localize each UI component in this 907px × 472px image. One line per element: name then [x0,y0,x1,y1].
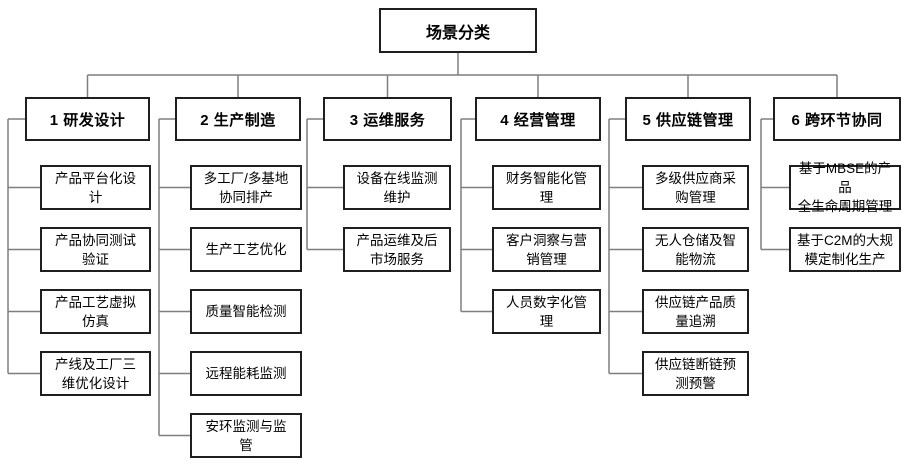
branch-child-node: 无人仓储及智 能物流 [642,227,749,272]
branch-child-node: 设备在线监测 维护 [343,165,451,210]
branch-child-node: 产品平台化设 计 [40,165,151,210]
branch-child-node: 供应链产品质 量追溯 [642,289,749,334]
branch-child-node: 远程能耗监测 [190,351,302,396]
branch-child-node: 财务智能化管 理 [492,165,601,210]
branch-header-2: 2 生产制造 [175,97,301,141]
branch-child-node: 客户洞察与营 销管理 [492,227,601,272]
root-node: 场景分类 [379,8,537,53]
branch-header-4: 4 经营管理 [475,97,601,141]
branch-header-5: 5 供应链管理 [625,97,751,141]
branch-child-node: 人员数字化管 理 [492,289,601,334]
branch-child-node: 产品协同测试 验证 [40,227,151,272]
branch-header-3: 3 运维服务 [323,97,452,141]
branch-child-node: 安环监测与监 管 [190,413,302,458]
branch-child-node: 产品运维及后 市场服务 [343,227,451,272]
branch-child-node: 生产工艺优化 [190,227,302,272]
branch-child-node: 产品工艺虚拟 仿真 [40,289,151,334]
branch-header-1: 1 研发设计 [25,97,150,141]
branch-child-node: 多级供应商采 购管理 [642,165,749,210]
branch-header-6: 6 跨环节协同 [773,97,901,141]
branch-child-node: 基于MBSE的产品 全生命周期管理 [789,161,901,214]
branch-child-node: 基于C2M的大规 模定制化生产 [789,227,901,272]
branch-child-node: 供应链断链预 测预警 [642,351,749,396]
branch-child-node: 质量智能检测 [190,289,302,334]
branch-child-node: 产线及工厂三 维优化设计 [40,351,151,396]
branch-child-node: 多工厂/多基地 协同排产 [190,165,302,210]
